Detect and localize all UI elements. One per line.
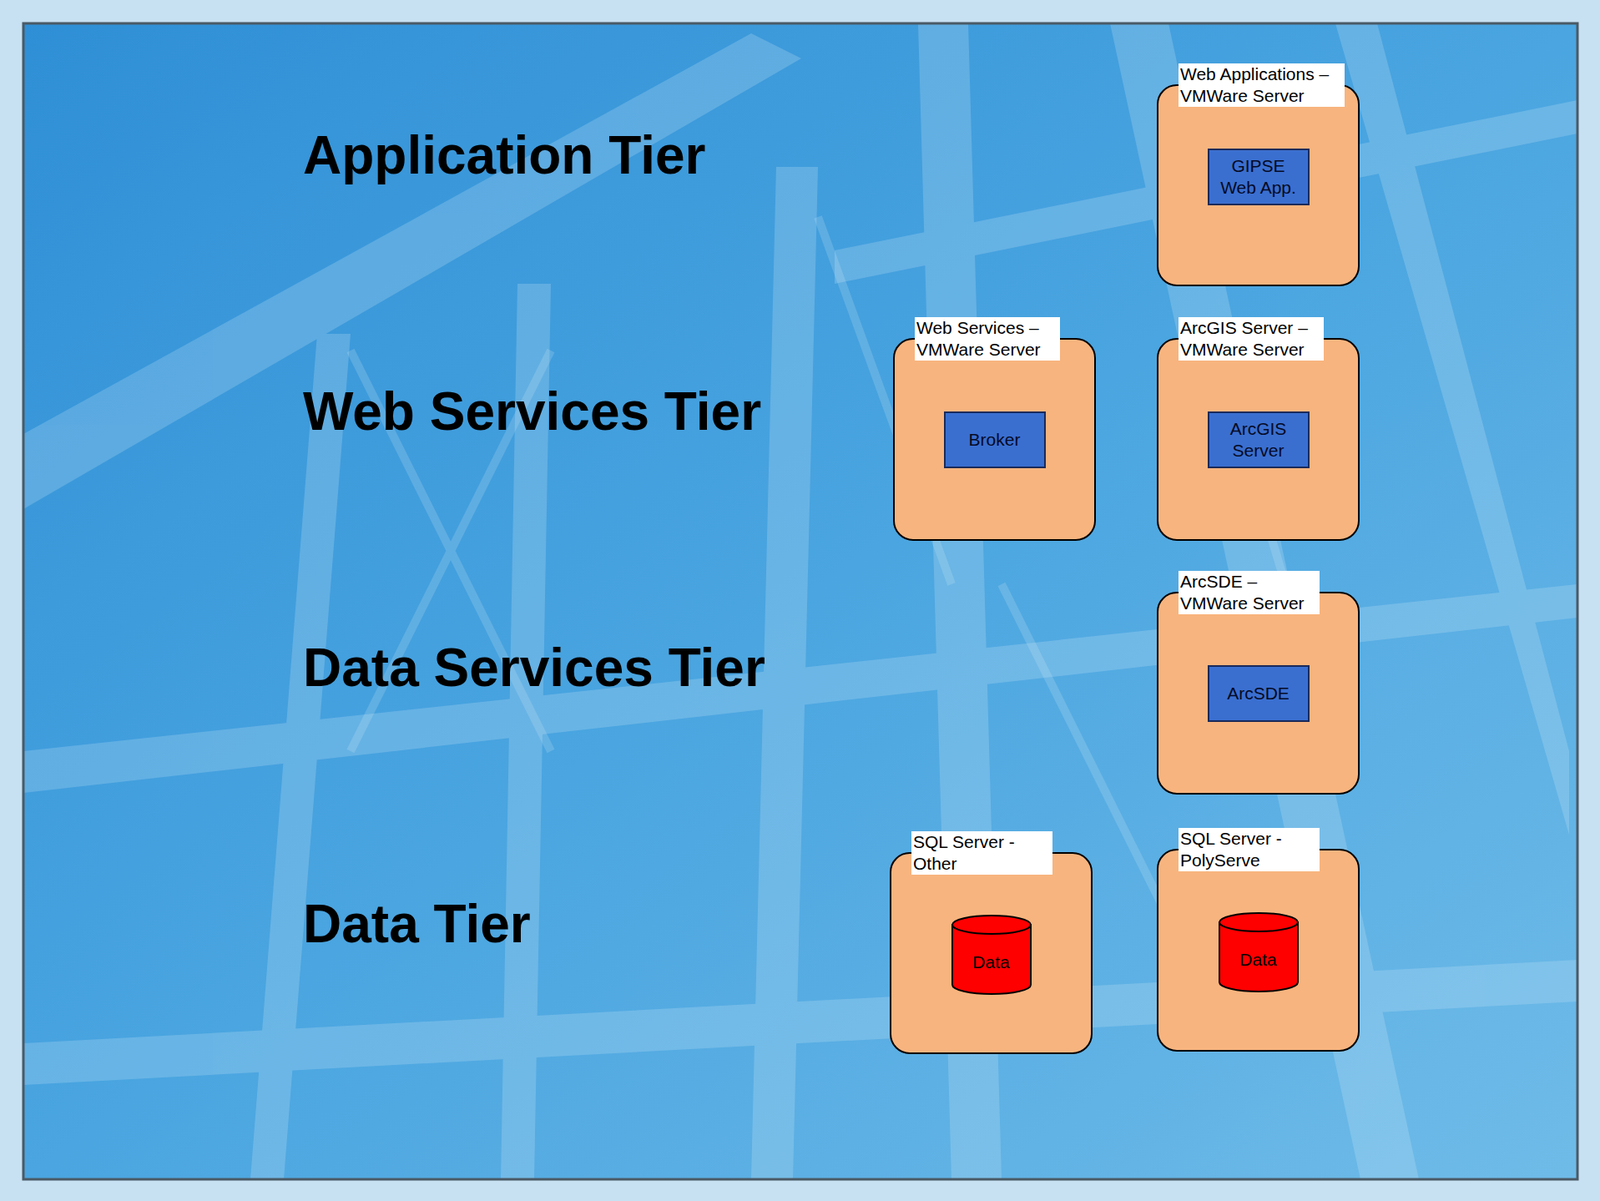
tier-label: Data Services Tier (302, 637, 766, 700)
database-cylinder: Data (950, 913, 1033, 996)
server-heading: Web Services – VMWare Server (914, 317, 1060, 361)
server-box: SQL Server - PolyServeData (1156, 848, 1360, 1052)
server-box: ArcGIS Server – VMWare ServerArcGIS Serv… (1156, 338, 1360, 541)
database-cylinder: Data (1217, 911, 1300, 994)
server-heading: ArcSDE – VMWare Server (1178, 570, 1320, 615)
component-box: ArcGIS Server (1207, 411, 1310, 469)
cylinder-top (952, 915, 1031, 934)
component-box: Broker (943, 411, 1046, 469)
cylinder-top (1219, 913, 1298, 932)
tier-label: Data Tier (302, 893, 531, 956)
timber-frame (23, 23, 1578, 1180)
timber-beam (23, 33, 802, 510)
component-box: GIPSE Web App. (1207, 148, 1310, 206)
component-label: Broker (969, 429, 1021, 451)
photo-ground (23, 23, 1578, 1180)
server-box: Web Applications – VMWare ServerGIPSE We… (1156, 84, 1360, 287)
server-heading: SQL Server - PolyServe (1178, 827, 1320, 872)
timber-brace (350, 217, 1336, 919)
server-box: ArcSDE – VMWare ServerArcSDE (1156, 591, 1360, 795)
component-box: ArcSDE (1207, 665, 1310, 722)
server-heading: ArcGIS Server – VMWare Server (1178, 317, 1324, 361)
server-heading: SQL Server - Other (911, 831, 1053, 875)
server-heading: Web Applications – VMWare Server (1178, 63, 1345, 107)
server-box: SQL Server - OtherData (889, 852, 1093, 1055)
component-label: GIPSE Web App. (1214, 155, 1303, 199)
component-label: ArcGIS Server (1214, 418, 1303, 462)
photo-border (23, 23, 1578, 1180)
database-label: Data (1217, 911, 1300, 994)
database-label: Data (950, 913, 1033, 996)
server-box: Web Services – VMWare ServerBroker (893, 338, 1096, 541)
tier-label: Application Tier (302, 125, 706, 187)
component-label: ArcSDE (1226, 682, 1290, 705)
tier-label: Web Services Tier (302, 381, 762, 444)
timber-braces (350, 217, 1336, 919)
